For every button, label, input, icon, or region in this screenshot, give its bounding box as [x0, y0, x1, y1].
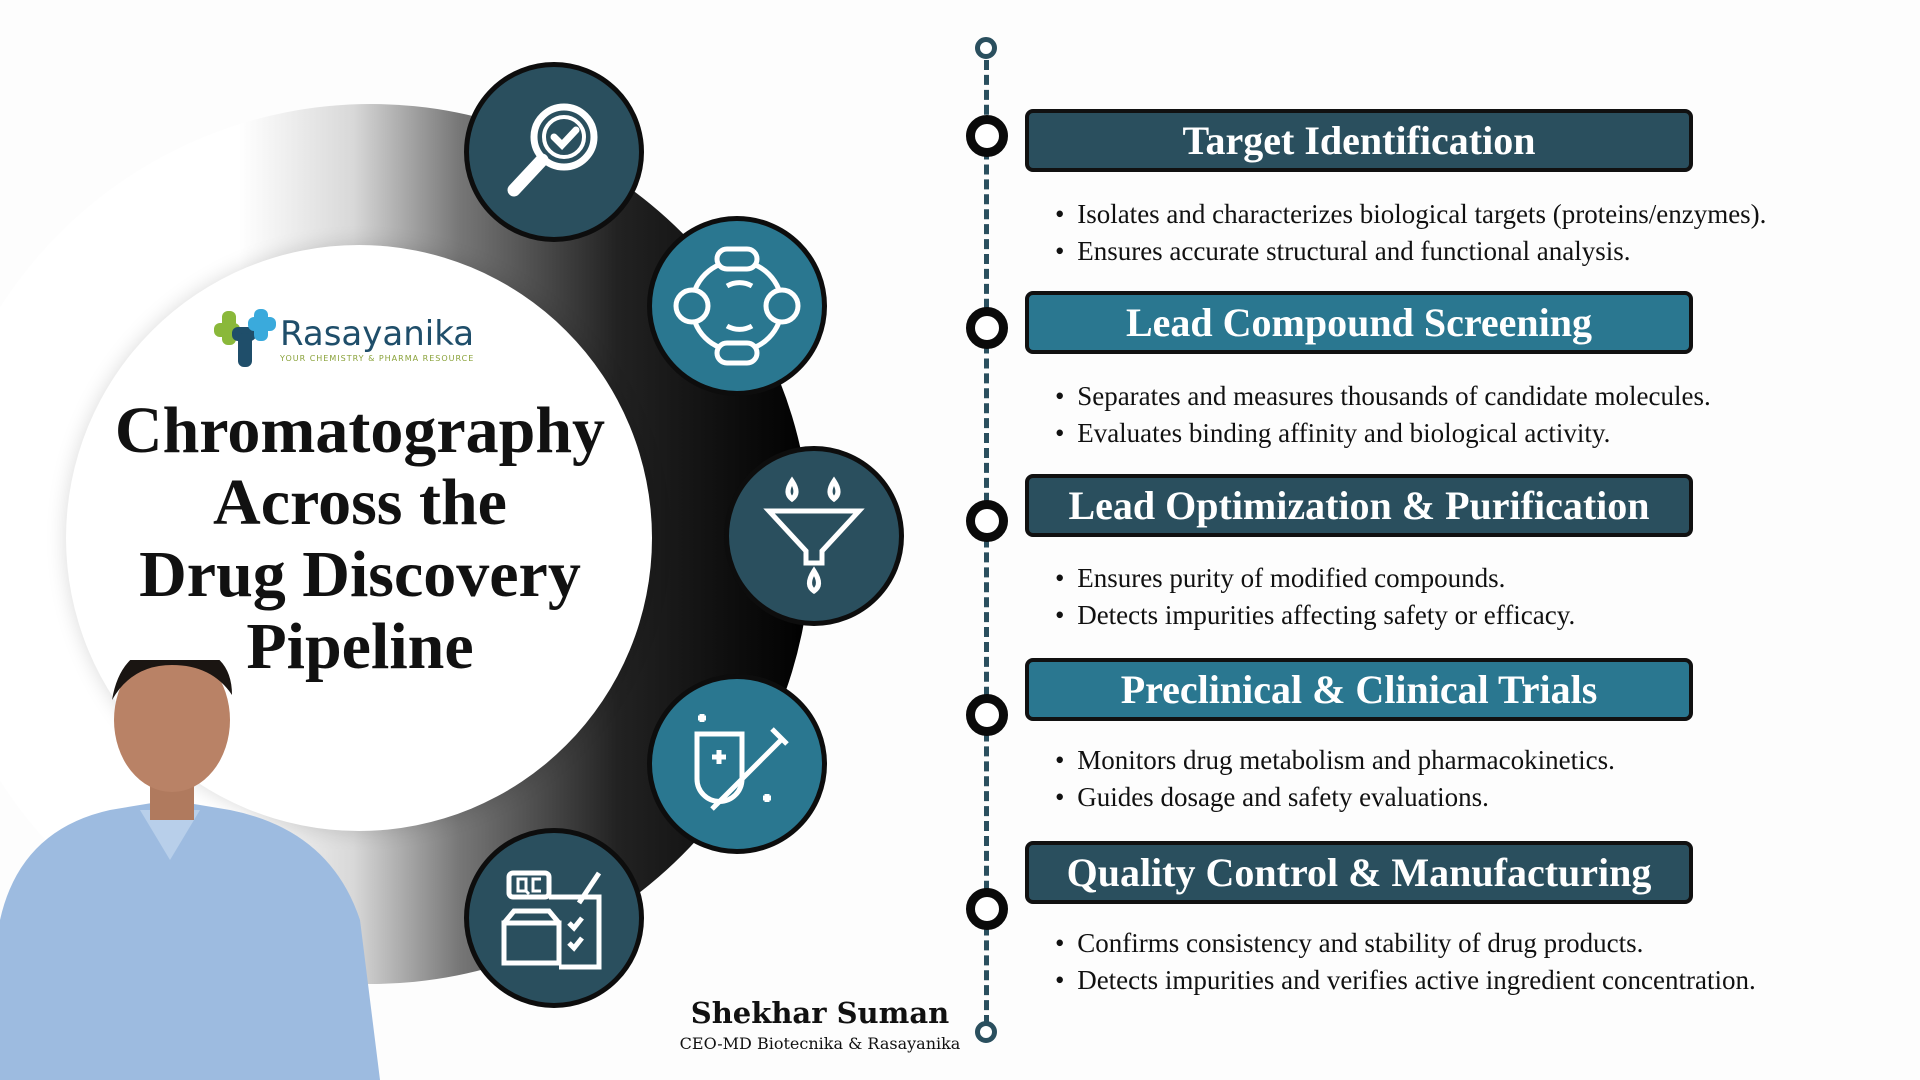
- timeline-end-cap: [975, 1021, 997, 1043]
- timeline-start-cap: [975, 37, 997, 59]
- stage-bullets: Monitors drug metabolism and pharmacokin…: [1055, 742, 1915, 816]
- stage-header: Target Identification: [1025, 109, 1693, 172]
- bullet-item: Ensures purity of modified compounds.: [1055, 560, 1915, 597]
- funnel-drops-icon: [724, 446, 904, 626]
- stage-header: Lead Compound Screening: [1025, 291, 1693, 354]
- timeline-node: [966, 888, 1008, 930]
- stage-bullets: Isolates and characterizes biological ta…: [1055, 196, 1915, 270]
- bullet-item: Isolates and characterizes biological ta…: [1055, 196, 1915, 233]
- stage-bullets: Separates and measures thousands of cand…: [1055, 378, 1915, 452]
- timeline-node: [966, 500, 1008, 542]
- bullet-item: Evaluates binding affinity and biologica…: [1055, 415, 1915, 452]
- timeline-node: [966, 307, 1008, 349]
- magnifier-check-icon: [464, 62, 644, 242]
- title-line: Pipeline: [246, 610, 474, 683]
- syringe-vial-icon: [647, 674, 827, 854]
- bullet-item: Confirms consistency and stability of dr…: [1055, 925, 1915, 962]
- page-title: Chromatography Across the Drug Discovery…: [60, 395, 660, 683]
- stage-bullets: Ensures purity of modified compounds.Det…: [1055, 560, 1915, 634]
- logo-tagline: YOUR CHEMISTRY & PHARMA RESOURCE: [280, 353, 475, 363]
- timeline-line: [984, 60, 989, 1025]
- logo-mark-icon: [214, 309, 276, 367]
- presenter-role: CEO-MD Biotecnika & Rasayanika: [679, 1034, 961, 1053]
- qc-box-checklist-icon: [464, 828, 644, 1008]
- cycle-pills-icon: [647, 216, 827, 396]
- stage-header: Preclinical & Clinical Trials: [1025, 658, 1693, 721]
- presenter-name: Shekhar Suman: [690, 996, 950, 1030]
- stage-header: Lead Optimization & Purification: [1025, 474, 1693, 537]
- bullet-item: Detects impurities and verifies active i…: [1055, 962, 1915, 999]
- timeline-node: [966, 115, 1008, 157]
- stage-header: Quality Control & Manufacturing: [1025, 841, 1693, 904]
- bullet-item: Detects impurities affecting safety or e…: [1055, 597, 1915, 634]
- bullet-item: Ensures accurate structural and function…: [1055, 233, 1915, 270]
- logo-name: Rasayanika: [280, 313, 475, 354]
- title-line: Chromatography: [114, 394, 606, 467]
- bullet-item: Guides dosage and safety evaluations.: [1055, 779, 1915, 816]
- bullet-item: Separates and measures thousands of cand…: [1055, 378, 1915, 415]
- title-line: Drug Discovery: [139, 538, 581, 611]
- timeline-node: [966, 694, 1008, 736]
- stage-bullets: Confirms consistency and stability of dr…: [1055, 925, 1915, 999]
- presenter-photo: [0, 660, 380, 1080]
- rasayanika-logo: Rasayanika YOUR CHEMISTRY & PHARMA RESOU…: [210, 305, 474, 371]
- bullet-item: Monitors drug metabolism and pharmacokin…: [1055, 742, 1915, 779]
- title-line: Across the: [213, 466, 507, 539]
